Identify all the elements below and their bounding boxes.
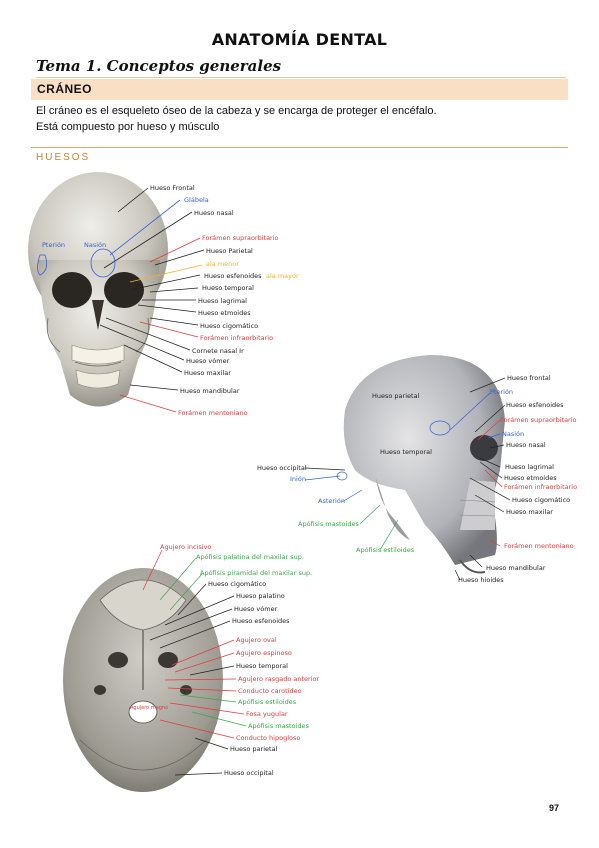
subsection-divider: [31, 147, 568, 148]
label-inferior-apofisis-piramidal: Apófisis piramidal del maxilar sup.: [200, 569, 312, 577]
label-lateral-inion: Inión: [290, 475, 306, 483]
label-inferior-hueso-esfenoides: Hueso esfenoides: [232, 617, 290, 625]
label-inferior-fosa-yugular: Fosa yugular: [246, 710, 288, 718]
intro-line-2: Está compuesto por hueso y músculo: [36, 121, 220, 133]
label-inferior-agujero-rasgado: Agujero rasgado anterior: [238, 675, 319, 683]
label-frontal-hueso-cigomatico: Hueso cigomático: [200, 322, 258, 330]
label-lateral-hueso-occipital: Hueso occipital: [257, 464, 307, 472]
label-lateral-apofisis-estiloides: Apófisis estiloides: [356, 546, 415, 554]
label-frontal-hueso-etmoides: Hueso etmoides: [198, 309, 251, 317]
label-lateral-hueso-frontal: Hueso frontal: [507, 374, 551, 382]
label-lateral-hueso-esfenoides: Hueso esfenoides: [506, 401, 564, 409]
label-frontal-cornete-nasal: Cornete nasal Ir: [192, 347, 244, 355]
label-frontal-pterion: Pterión: [42, 241, 65, 249]
label-lateral-foramen-infraorbitario: Forámen infraorbitario: [504, 483, 577, 491]
label-inferior-conducto-hipogloso: Conducto hipogloso: [236, 734, 300, 742]
label-frontal-foramen-infraorbitario: Forámen infraorbitario: [200, 334, 273, 342]
label-lateral-foramen-mentoniano: Forámen mentoniano: [504, 542, 574, 550]
label-lateral-foramen-supraorbitario: Forámen supraorbitario: [500, 416, 577, 424]
label-frontal-ala-menor: ala menor: [206, 260, 239, 268]
label-inferior-apofisis-estiloides: Apófisis estiloides: [238, 698, 297, 706]
label-inferior-hueso-cigomatico: Hueso cigomático: [208, 580, 266, 588]
label-frontal-foramen-mentoniano: Forámen mentoniano: [178, 409, 248, 417]
label-inferior-hueso-temporal: Hueso temporal: [236, 662, 288, 670]
label-frontal-hueso-parietal: Hueso Parietal: [206, 247, 253, 255]
label-frontal-hueso-esfenoides: Hueso esfenoides: [204, 272, 262, 280]
label-inferior-agujero-espinoso: Agujero espinoso: [236, 649, 292, 657]
label-frontal-hueso-maxilar: Hueso maxilar: [184, 369, 231, 377]
section-heading: CRÁNEO: [37, 82, 93, 96]
label-inferior-conducto-carotideo: Conducto carotídeo: [238, 687, 302, 695]
label-frontal-hueso-mandibular: Hueso mandibular: [180, 387, 240, 395]
label-inferior-agujero-oval: Agujero oval: [236, 636, 277, 644]
label-inferior-apofisis-mastoides: Apófisis mastoides: [248, 722, 309, 730]
label-lateral-hueso-cigomatico: Hueso cigomático: [512, 496, 570, 504]
label-inferior-apofisis-palatina: Apófisis palatina del maxilar sup.: [196, 553, 304, 561]
label-inferior-hueso-vomer: Hueso vómer: [234, 605, 278, 613]
label-lateral-hueso-maxilar: Hueso maxilar: [506, 508, 553, 516]
topic-heading: Tema 1. Conceptos generales: [36, 57, 282, 75]
page-title: ANATOMÍA DENTAL: [211, 30, 388, 49]
label-frontal-nasion: Nasión: [84, 241, 106, 249]
label-lateral-hueso-parietal: Hueso parietal: [372, 392, 420, 400]
label-inferior-hueso-occipital: Hueso occipital: [224, 769, 274, 777]
label-lateral-nasion: Nasión: [502, 430, 524, 438]
label-lateral-hueso-lagrimal: Hueso lagrimal: [505, 463, 554, 471]
label-lateral-pterion: Pterión: [490, 388, 513, 396]
label-frontal-hueso-lagrimal: Hueso lagrimal: [198, 297, 247, 305]
intro-line-1: El cráneo es el esqueleto óseo de la cab…: [36, 105, 437, 117]
page-number: 97: [549, 803, 560, 813]
label-lateral-hueso-mandibular: Hueso mandibular: [486, 564, 546, 572]
label-frontal-hueso-temporal: Hueso temporal: [202, 284, 254, 292]
topic-divider: [36, 77, 566, 78]
lateral-skull: [343, 355, 505, 574]
label-frontal-glabela: Glábela: [184, 196, 209, 204]
label-lateral-hueso-temporal: Hueso temporal: [380, 448, 432, 456]
label-inferior-hueso-parietal: Hueso parietal: [230, 745, 278, 753]
label-lateral-hueso-etmoides: Hueso etmoides: [504, 474, 557, 482]
label-inferior-agujero-magno: Agujero magno: [130, 705, 168, 711]
label-frontal-hueso-vomer: Hueso vómer: [186, 357, 230, 365]
label-inferior-agujero-incisivo: Agujero incisivo: [160, 543, 211, 551]
label-frontal-foramen-supraorbitario: Forámen supraorbitario: [202, 234, 279, 242]
section-band: CRÁNEO: [31, 79, 568, 100]
label-lateral-apofisis-mastoides: Apófisis mastoides: [298, 520, 359, 528]
label-lateral-asterion: Asterión: [318, 497, 345, 505]
label-lateral-hueso-hioides: Hueso hioides: [458, 576, 504, 584]
label-frontal-hueso-nasal: Hueso nasal: [194, 209, 234, 217]
label-frontal-ala-mayor: ala mayor: [266, 272, 299, 280]
inferior-skull: [63, 568, 223, 792]
label-frontal-hueso-frontal: Hueso Frontal: [150, 184, 195, 192]
label-inferior-hueso-palatino: Hueso palatino: [236, 592, 285, 600]
label-lateral-hueso-nasal: Hueso nasal: [506, 441, 546, 449]
subsection-heading: HUESOS: [36, 152, 91, 163]
